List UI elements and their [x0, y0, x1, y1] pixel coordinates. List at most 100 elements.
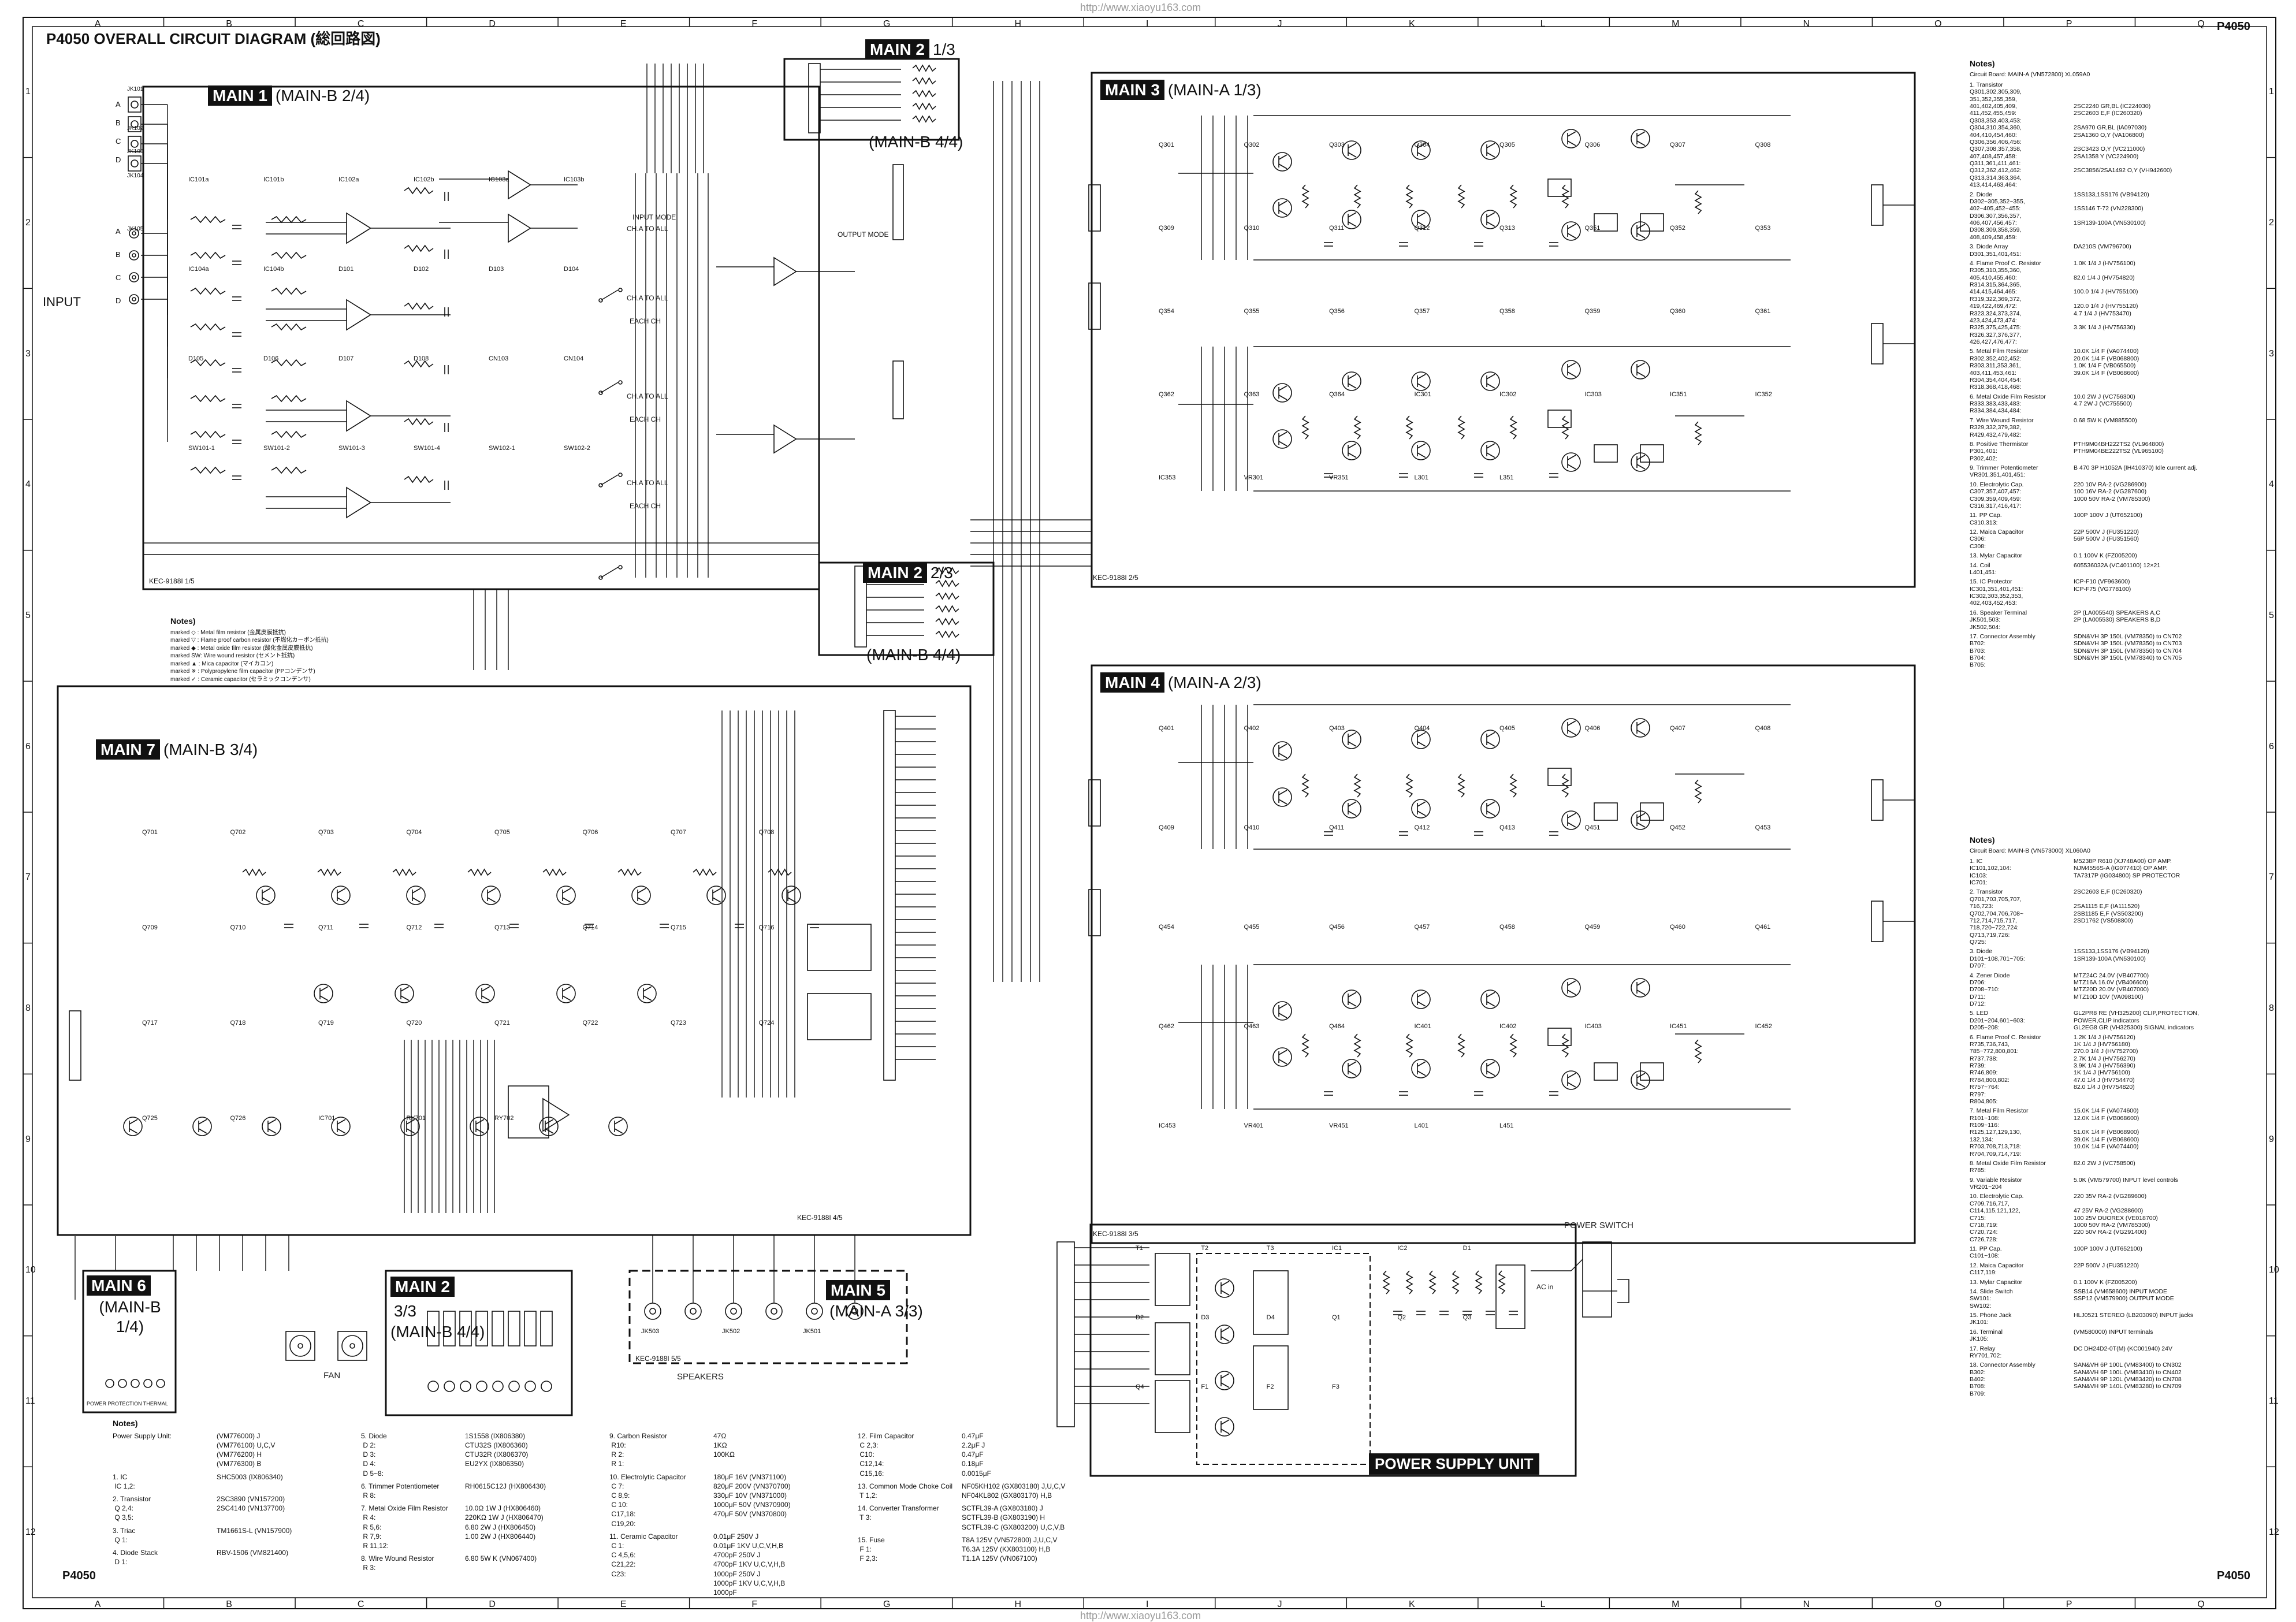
part-q451: Q451	[1584, 824, 1601, 831]
part-q361: Q361	[1755, 308, 1771, 315]
notes-psu-item: 5. Diode D 2: D 3: D 4: D 5~8:1S1558 (IX…	[361, 1431, 592, 1478]
input-label: INPUT	[43, 295, 81, 309]
part-ic402: IC402	[1499, 1023, 1517, 1030]
notes-psu-column: Power Supply Unit:(VM776000) J (VM776100…	[113, 1431, 344, 1601]
notes-item-key: 8. Metal Oxide Film Resistor R785:	[1970, 1159, 2046, 1174]
jack-JK103: JK103	[127, 148, 144, 155]
notes-marking-heading: Notes)	[170, 616, 196, 626]
input-letter-4: A	[116, 227, 121, 236]
part-q701: Q701	[142, 829, 158, 836]
page-code-bottom-right: P4050	[2217, 1569, 2250, 1582]
notes-psu-key: 4. Diode Stack D 1:	[113, 1548, 158, 1567]
grid-col-bottom-A: A	[94, 1599, 101, 1609]
grid-col-L: L	[1540, 19, 1546, 29]
part-q721: Q721	[494, 1020, 510, 1026]
part-q301: Q301	[1159, 142, 1174, 148]
part-d104: D104	[564, 266, 579, 273]
notes-main-a-heading: Notes)	[1970, 59, 1995, 68]
part-ic352: IC352	[1755, 391, 1772, 398]
notes-item-value: 0.1 100V K (FZ005200)	[2074, 1278, 2137, 1286]
main2-top-sub2: (MAIN-B 4/4)	[865, 133, 963, 151]
notes-item: 16. Terminal JK105:(VM580000) INPUT term…	[1970, 1329, 2270, 1343]
part-ic103a: IC103a	[489, 176, 509, 183]
part-q703: Q703	[318, 829, 334, 836]
part-q309: Q309	[1159, 225, 1174, 232]
main2-top-tag: MAIN 2	[865, 39, 929, 59]
notes-psu-key: 12. Film Capacitor C 2,3: C10: C12,14: C…	[858, 1431, 914, 1478]
part-t2: T2	[1201, 1245, 1209, 1252]
notes-item: 15. Phone Jack JK101:HLJ0521 STEREO (LB2…	[1970, 1312, 2270, 1326]
grid-col-bottom-F: F	[751, 1599, 758, 1609]
part-q358: Q358	[1499, 308, 1515, 315]
notes-item: 8. Positive Thermistor P301,401: P302,40…	[1970, 441, 2270, 462]
part-l301: L301	[1414, 474, 1428, 481]
part-d103: D103	[489, 266, 504, 273]
kec-label-5: KEC-9188I 5/5	[635, 1355, 681, 1363]
notes-psu-heading: Notes)	[113, 1419, 138, 1428]
notes-main-a-board: Circuit Board: MAIN-A (VN572800) XL059A0	[1970, 70, 2090, 78]
part-q312: Q312	[1414, 225, 1430, 232]
notes-item-value: M5238P R610 (XJ748A00) OP AMP. NJM4556S-…	[2074, 857, 2180, 879]
notes-marking-line: marked SW: Wire wound resistor (セメント抵抗)	[170, 653, 295, 660]
part-d1: D1	[1463, 1245, 1471, 1252]
notes-psu-item: 7. Metal Oxide Film Resistor R 4: R 5,6:…	[361, 1504, 592, 1550]
part-q461: Q461	[1755, 924, 1771, 931]
main6-tag: MAIN 6	[87, 1275, 151, 1296]
notes-psu: Notes) Power Supply Unit:(VM776000) J (V…	[113, 1418, 1106, 1601]
part-vr401: VR401	[1244, 1122, 1264, 1129]
main7-sub: (MAIN-B 3/4)	[163, 741, 258, 758]
notes-psu-value: 47Ω 1KΩ 100KΩ	[713, 1431, 735, 1459]
main2-top-sub2-text: (MAIN-B 4/4)	[869, 133, 963, 151]
each-ch-3: EACH CH	[630, 502, 661, 510]
part-ic353: IC353	[1159, 474, 1176, 481]
part-q412: Q412	[1414, 824, 1430, 831]
part-q709: Q709	[142, 924, 158, 931]
part-q452: Q452	[1670, 824, 1685, 831]
notes-main-a: Notes) Circuit Board: MAIN-A (VN572800) …	[1970, 59, 2270, 671]
notes-item: 7. Wire Wound Resistor R329,332,379,382,…	[1970, 417, 2270, 438]
notes-psu-column: 9. Carbon Resistor R10: R 2: R 1: 47Ω 1KΩ…	[609, 1431, 840, 1601]
notes-psu-key: 9. Carbon Resistor R10: R 2: R 1:	[609, 1431, 668, 1468]
grid-row-10: 10	[25, 1265, 36, 1275]
part-q364: Q364	[1329, 391, 1345, 398]
notes-item: 1. IC IC101,102,104: IC103: IC701:M5238P…	[1970, 858, 2270, 887]
notes-item-value: 15.0K 1/4 F (VA074600) 12.0K 1/4 F (VB06…	[2074, 1107, 2139, 1151]
notes-marking-line: marked ※ : Polypropylene film capacitor …	[170, 668, 315, 675]
main5-sub: (MAIN-A 3/3)	[829, 1302, 923, 1320]
notes-item-value: 10.0 2W J (VC756300) 4.7 2W J (VC755500)	[2074, 393, 2135, 408]
part-ic351: IC351	[1670, 391, 1687, 398]
grid-col-P: P	[2066, 19, 2072, 29]
notes-item-value: (VM580000) INPUT terminals	[2074, 1328, 2153, 1335]
notes-item: 1. Transistor Q301,302,305,309, 351,352,…	[1970, 81, 2270, 189]
notes-psu-value: RH0615C12J (HX806430)	[465, 1482, 546, 1490]
part-ic403: IC403	[1584, 1023, 1602, 1030]
notes-item: 14. Coil L401,451:605536032A (VC401100) …	[1970, 562, 2270, 576]
part-q726: Q726	[230, 1115, 246, 1122]
notes-item-value: 22P 500V J (FU351220)	[2074, 1262, 2139, 1269]
notes-item-value: GL2PR8 RE (VH325200) CLIP,PROTECTION, PO…	[2074, 1010, 2199, 1032]
part-q352: Q352	[1670, 225, 1685, 232]
notes-item-key: 6. Metal Oxide Film Resistor R333,383,43…	[1970, 393, 2046, 415]
part-q401: Q401	[1159, 725, 1174, 732]
grid-row-4: 4	[25, 479, 31, 490]
grid-row-right-5: 5	[2269, 611, 2274, 620]
fan-label: FAN	[323, 1371, 341, 1381]
notes-psu-key: 8. Wire Wound Resistor R 3:	[361, 1554, 434, 1572]
part-d108: D108	[414, 355, 429, 362]
notes-psu-key: 2. Transistor Q 2,4: Q 3,5:	[113, 1495, 151, 1522]
part-ic104a: IC104a	[188, 266, 209, 273]
notes-main-b-heading: Notes)	[1970, 835, 1995, 845]
main3-header: MAIN 3(MAIN-A 1/3)	[1100, 80, 1262, 100]
main2-bot-header: MAIN 2	[390, 1277, 455, 1297]
part-q308: Q308	[1755, 142, 1771, 148]
part-sw101-1: SW101-1	[188, 445, 215, 452]
notes-psu-value: 2SC3890 (VN157200) 2SC4140 (VN137700)	[217, 1495, 285, 1513]
grid-col-bottom-O: O	[1934, 1599, 1942, 1609]
part-f3: F3	[1332, 1383, 1339, 1390]
notes-item-value: 2SC2603 E,F (IC260320) 2SA1115 E,F (IA11…	[2074, 888, 2144, 924]
part-q356: Q356	[1329, 308, 1345, 315]
part-ic101a: IC101a	[188, 176, 209, 183]
notes-psu-value: SCTFL39-A (GX803180) J SCTFL39-B (GX8031…	[962, 1504, 1065, 1531]
notes-psu-item: 14. Converter Transformer T 3:SCTFL39-A …	[858, 1504, 1089, 1532]
grid-row-3: 3	[25, 348, 31, 359]
